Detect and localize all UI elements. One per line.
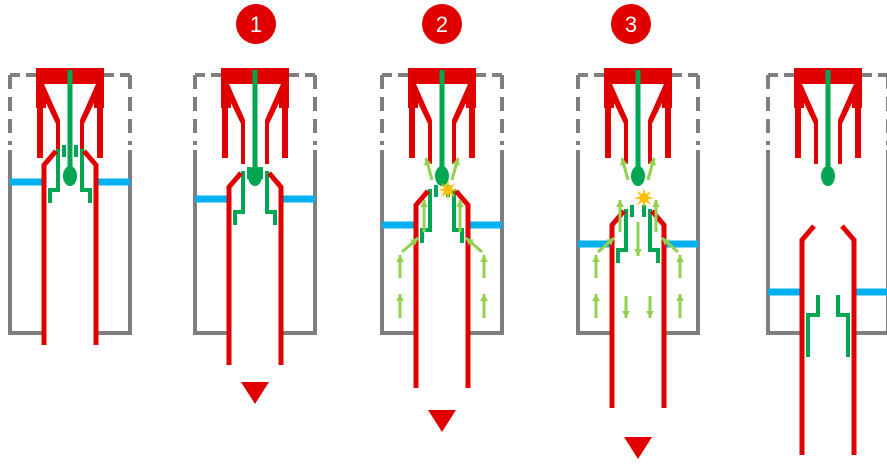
moving-piston: [41, 145, 99, 345]
stage-panel: [193, 68, 317, 404]
green-rod: [435, 70, 449, 186]
stage-panel: [766, 68, 887, 455]
housing-outline: [193, 73, 317, 335]
tube-left: [226, 171, 243, 365]
rod-tip: [435, 166, 449, 186]
arrow-icon: [480, 294, 488, 302]
seat-left: [420, 189, 432, 243]
moving-piston: [413, 185, 471, 388]
stage-panel: [8, 68, 132, 345]
green-rod: [248, 70, 262, 186]
green-rod: [63, 70, 77, 186]
arrow-icon: [592, 294, 600, 302]
step-badge: 2: [422, 4, 462, 44]
arrow-icon: [456, 200, 464, 208]
tube-left: [413, 189, 430, 388]
tube-left: [41, 149, 58, 345]
green-rod: [631, 70, 645, 186]
step-badge-circle: [611, 4, 651, 44]
spark-icon: [438, 180, 458, 200]
arrow-icon: [662, 238, 670, 246]
flow-arrows: [592, 157, 684, 318]
tube-right: [267, 171, 284, 365]
arrow-icon: [466, 238, 474, 246]
step-number: 1: [250, 12, 262, 37]
seat-right: [265, 171, 277, 225]
tube-left: [799, 224, 816, 455]
arrow-icon: [480, 255, 488, 263]
seat-right: [452, 189, 464, 243]
arrow-icon: [396, 255, 404, 263]
seat-right: [648, 209, 660, 263]
flow-arrows: [396, 157, 488, 318]
arrow-icon: [592, 255, 600, 263]
tube-right: [82, 149, 99, 345]
seat-right: [80, 149, 92, 203]
moving-piston: [799, 224, 857, 455]
arrow-icon: [452, 158, 460, 166]
down-triangle-icon: [241, 382, 269, 404]
arrow-icon: [648, 158, 656, 166]
housing-outline: [766, 73, 887, 335]
step-badge: 3: [611, 4, 651, 44]
step-number: 2: [436, 12, 448, 37]
tube-right: [650, 209, 667, 408]
rod-tip: [248, 166, 262, 186]
rod-tip: [63, 166, 77, 186]
arrow-icon: [646, 310, 654, 318]
down-triangle-icon: [428, 410, 456, 432]
arrow-icon: [420, 200, 428, 208]
rod-tip: [821, 166, 835, 186]
rod-tip: [631, 166, 645, 186]
step-badge-circle: [236, 4, 276, 44]
tube-left: [609, 209, 626, 408]
arrow-icon: [606, 238, 614, 246]
arrow-icon: [616, 200, 624, 208]
red-head: [36, 68, 104, 164]
arrow-icon: [620, 158, 628, 166]
step-number: 3: [625, 12, 637, 37]
seat-left: [233, 171, 245, 225]
step-badge: 1: [236, 4, 276, 44]
arrow-icon: [622, 310, 630, 318]
arrow-icon: [396, 294, 404, 302]
arrow-icon: [652, 200, 660, 208]
tube-right: [840, 224, 857, 455]
seat-left: [616, 209, 628, 263]
down-triangle-icon: [624, 437, 652, 459]
stage-panel: [380, 68, 504, 432]
seat-left: [806, 295, 820, 357]
housing-outline: [380, 73, 504, 335]
moving-piston: [226, 167, 284, 365]
stage-panel: [576, 68, 700, 459]
arrow-icon: [410, 238, 418, 246]
green-rod: [821, 70, 835, 186]
arrow-icon: [634, 248, 642, 256]
seat-left: [48, 149, 60, 203]
spark-icon: [634, 188, 654, 208]
arrow-icon: [676, 255, 684, 263]
tube-right: [454, 189, 471, 388]
arrow-icon: [676, 294, 684, 302]
seat-right: [836, 295, 850, 357]
arrow-icon: [424, 158, 432, 166]
step-badge-circle: [422, 4, 462, 44]
